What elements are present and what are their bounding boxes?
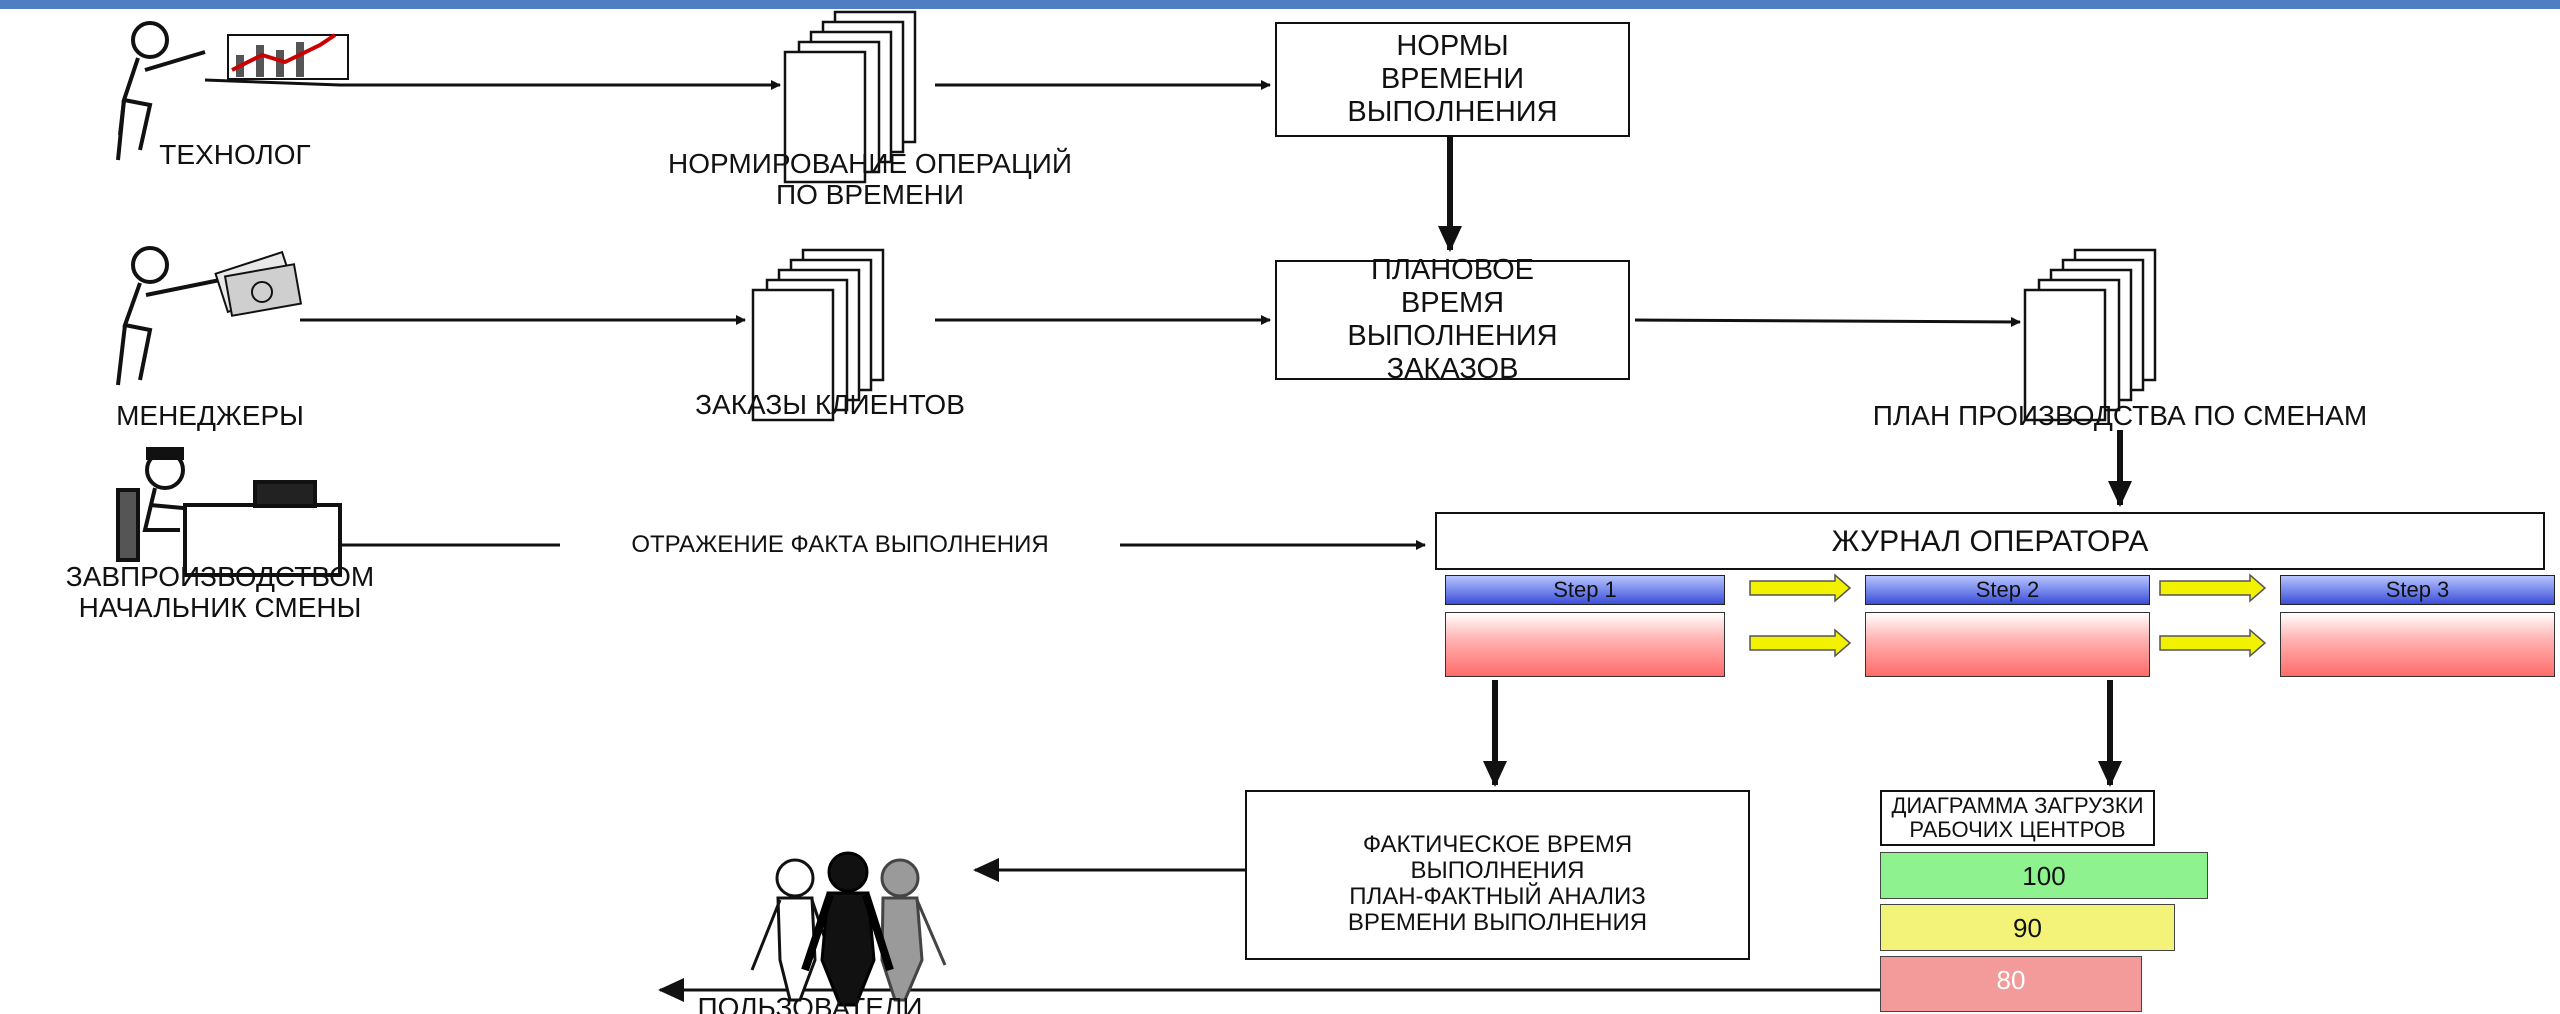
technologist-figure-icon <box>116 21 206 161</box>
users-label: ПОЛЬЗОВАТЕЛИ <box>697 992 923 1014</box>
managers-label: МЕНЕДЖЕРЫ <box>116 400 304 431</box>
step-arrow-1-2 <box>1749 573 1852 603</box>
actual-line: ВРЕМЕНИ ВЫПОЛНЕНИЯ <box>1347 909 1648 936</box>
operator-log-title: ЖУРНАЛ ОПЕРАТОРА <box>1831 524 2149 558</box>
production-head-figure-icon <box>116 447 342 577</box>
norming-label-line2: ПО ВРЕМЕНИ <box>775 179 965 210</box>
arrow-technologist-to-norming <box>204 78 781 90</box>
step-3-header: Step 3 <box>2280 575 2555 605</box>
shift-plan-label: ПЛАН ПРОИЗВОДСТВА ПО СМЕНАМ <box>1872 400 2368 431</box>
shift-plan-docs-icon <box>2023 248 2157 422</box>
workload-line: РАБОЧИХ ЦЕНТРОВ <box>1909 817 2126 842</box>
workload-bar-100: 100 <box>1880 852 2208 899</box>
workload-bar-90: 90 <box>1880 904 2175 951</box>
fact-flow-label: ОТРАЖЕНИЕ ФАКТА ВЫПОЛНЕНИЯ <box>560 532 1120 558</box>
workload-bar-80: 80 <box>1880 956 2142 1012</box>
production-head-label-line1: ЗАВПРОИЗВОДСТВОМ <box>65 561 375 592</box>
actual-line: ПЛАН-ФАКТНЫЙ АНАЛИЗ <box>1349 883 1646 910</box>
norms-line: НОРМЫ <box>1396 30 1509 62</box>
managers-figure-icon <box>116 246 221 386</box>
step-1-cell <box>1445 612 1725 677</box>
yellow-step-arrows <box>1749 573 2267 658</box>
cell-arrow-2-3 <box>2159 628 2267 658</box>
step-2-cell <box>1865 612 2150 677</box>
workload-line: ДИАГРАММА ЗАГРУЗКИ <box>1891 793 2144 818</box>
money-icon <box>214 250 303 317</box>
technologist-label: ТЕХНОЛОГ <box>159 139 311 170</box>
step-arrow-2-3 <box>2159 573 2267 603</box>
planned-line: ПЛАНОВОЕ <box>1370 254 1534 286</box>
norms-line: ВРЕМЕНИ <box>1380 63 1525 95</box>
planned-line: ЗАКАЗОВ <box>1386 353 1519 385</box>
planned-line: ВРЕМЯ <box>1400 287 1505 319</box>
cell-arrow-1-2 <box>1749 628 1852 658</box>
actual-line: ВЫПОЛНЕНИЯ <box>1410 857 1585 884</box>
norms-line: ВЫПОЛНЕНИЯ <box>1347 96 1558 128</box>
chart-board-icon <box>227 33 349 80</box>
step-2-header: Step 2 <box>1865 575 2150 605</box>
planned-line: ВЫПОЛНЕНИЯ <box>1347 320 1558 352</box>
top-accent-bar <box>0 0 2560 9</box>
step-3-cell <box>2280 612 2555 677</box>
users-group-icon <box>750 851 947 1007</box>
actual-line: ФАКТИЧЕСКОЕ ВРЕМЯ <box>1362 831 1633 858</box>
production-head-label-line2: НАЧАЛЬНИК СМЕНЫ <box>78 592 362 623</box>
step-1-header: Step 1 <box>1445 575 1725 605</box>
client-orders-label: ЗАКАЗЫ КЛИЕНТОВ <box>695 389 965 420</box>
norming-label-line1: НОРМИРОВАНИЕ ОПЕРАЦИЙ <box>668 148 1072 179</box>
arrow-planned-to-shift-plan <box>1634 316 2021 327</box>
operator-log-box: ЖУРНАЛ ОПЕРАТОРА <box>1435 512 2545 570</box>
